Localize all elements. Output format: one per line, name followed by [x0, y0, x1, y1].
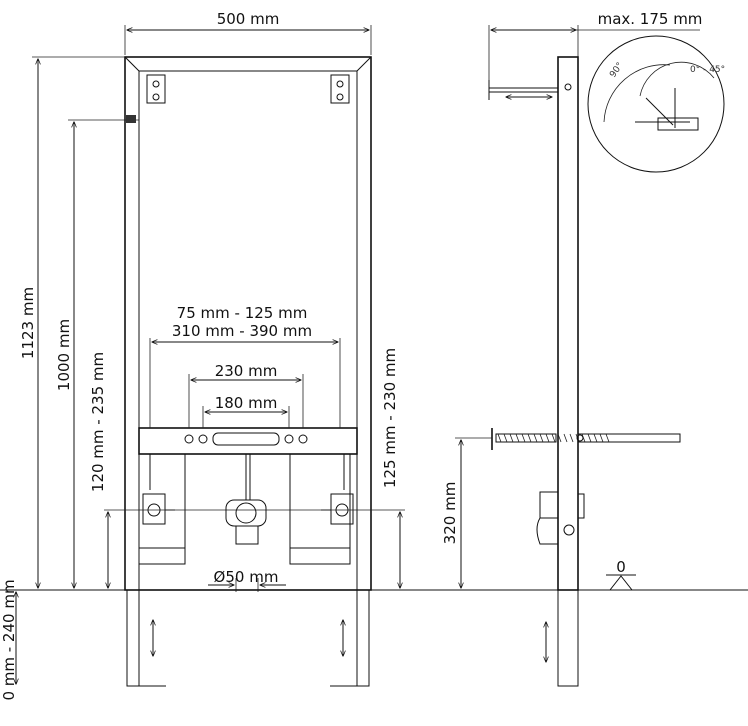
- crossbar: [138, 427, 358, 455]
- range-outer-1-label: 75 mm - 125 mm: [177, 304, 308, 322]
- side-view: max. 175 mm 320 mm: [441, 10, 725, 687]
- frame-width-label: 500 mm: [217, 10, 280, 28]
- left-range-label: 120 mm - 235 mm: [89, 352, 107, 492]
- spacing-230-label: 230 mm: [215, 362, 278, 380]
- top-adjust-bolt: [488, 80, 558, 100]
- floor-level-label: 0: [616, 558, 626, 576]
- top-right-bracket: [330, 74, 350, 104]
- drain-diameter-label: Ø50 mm: [214, 568, 279, 586]
- front-view: 500 mm: [0, 10, 748, 701]
- angle-detail: 90° 0° - 45°: [587, 35, 725, 173]
- angle-range-label: 0° - 45°: [690, 65, 725, 75]
- leg-range-label: 0 mm - 240 mm: [0, 579, 18, 700]
- floor-level-symbol: [608, 575, 634, 591]
- side-leg: [557, 589, 579, 687]
- range-outer-2-label: 310 mm - 390 mm: [172, 322, 312, 340]
- right-range-label: 125 mm - 230 mm: [381, 348, 399, 488]
- mount-height-label: 1000 mm: [55, 319, 73, 391]
- height-marker: [126, 115, 136, 123]
- lower-supports: [138, 453, 351, 565]
- angle-90-label: 90°: [608, 61, 625, 80]
- side-fittings: [536, 491, 585, 545]
- side-height-label: 320 mm: [441, 482, 459, 545]
- spacing-180-label: 180 mm: [215, 394, 278, 412]
- left-water-connection: [142, 493, 175, 525]
- max-depth-label: max. 175 mm: [598, 10, 703, 28]
- drain-pipe: [225, 454, 267, 545]
- right-water-connection: [321, 493, 354, 525]
- front-legs: [126, 589, 370, 687]
- threaded-rod: [491, 428, 681, 450]
- total-height-label: 1123 mm: [19, 287, 37, 359]
- top-left-bracket: [146, 74, 166, 104]
- side-upright: [557, 56, 579, 591]
